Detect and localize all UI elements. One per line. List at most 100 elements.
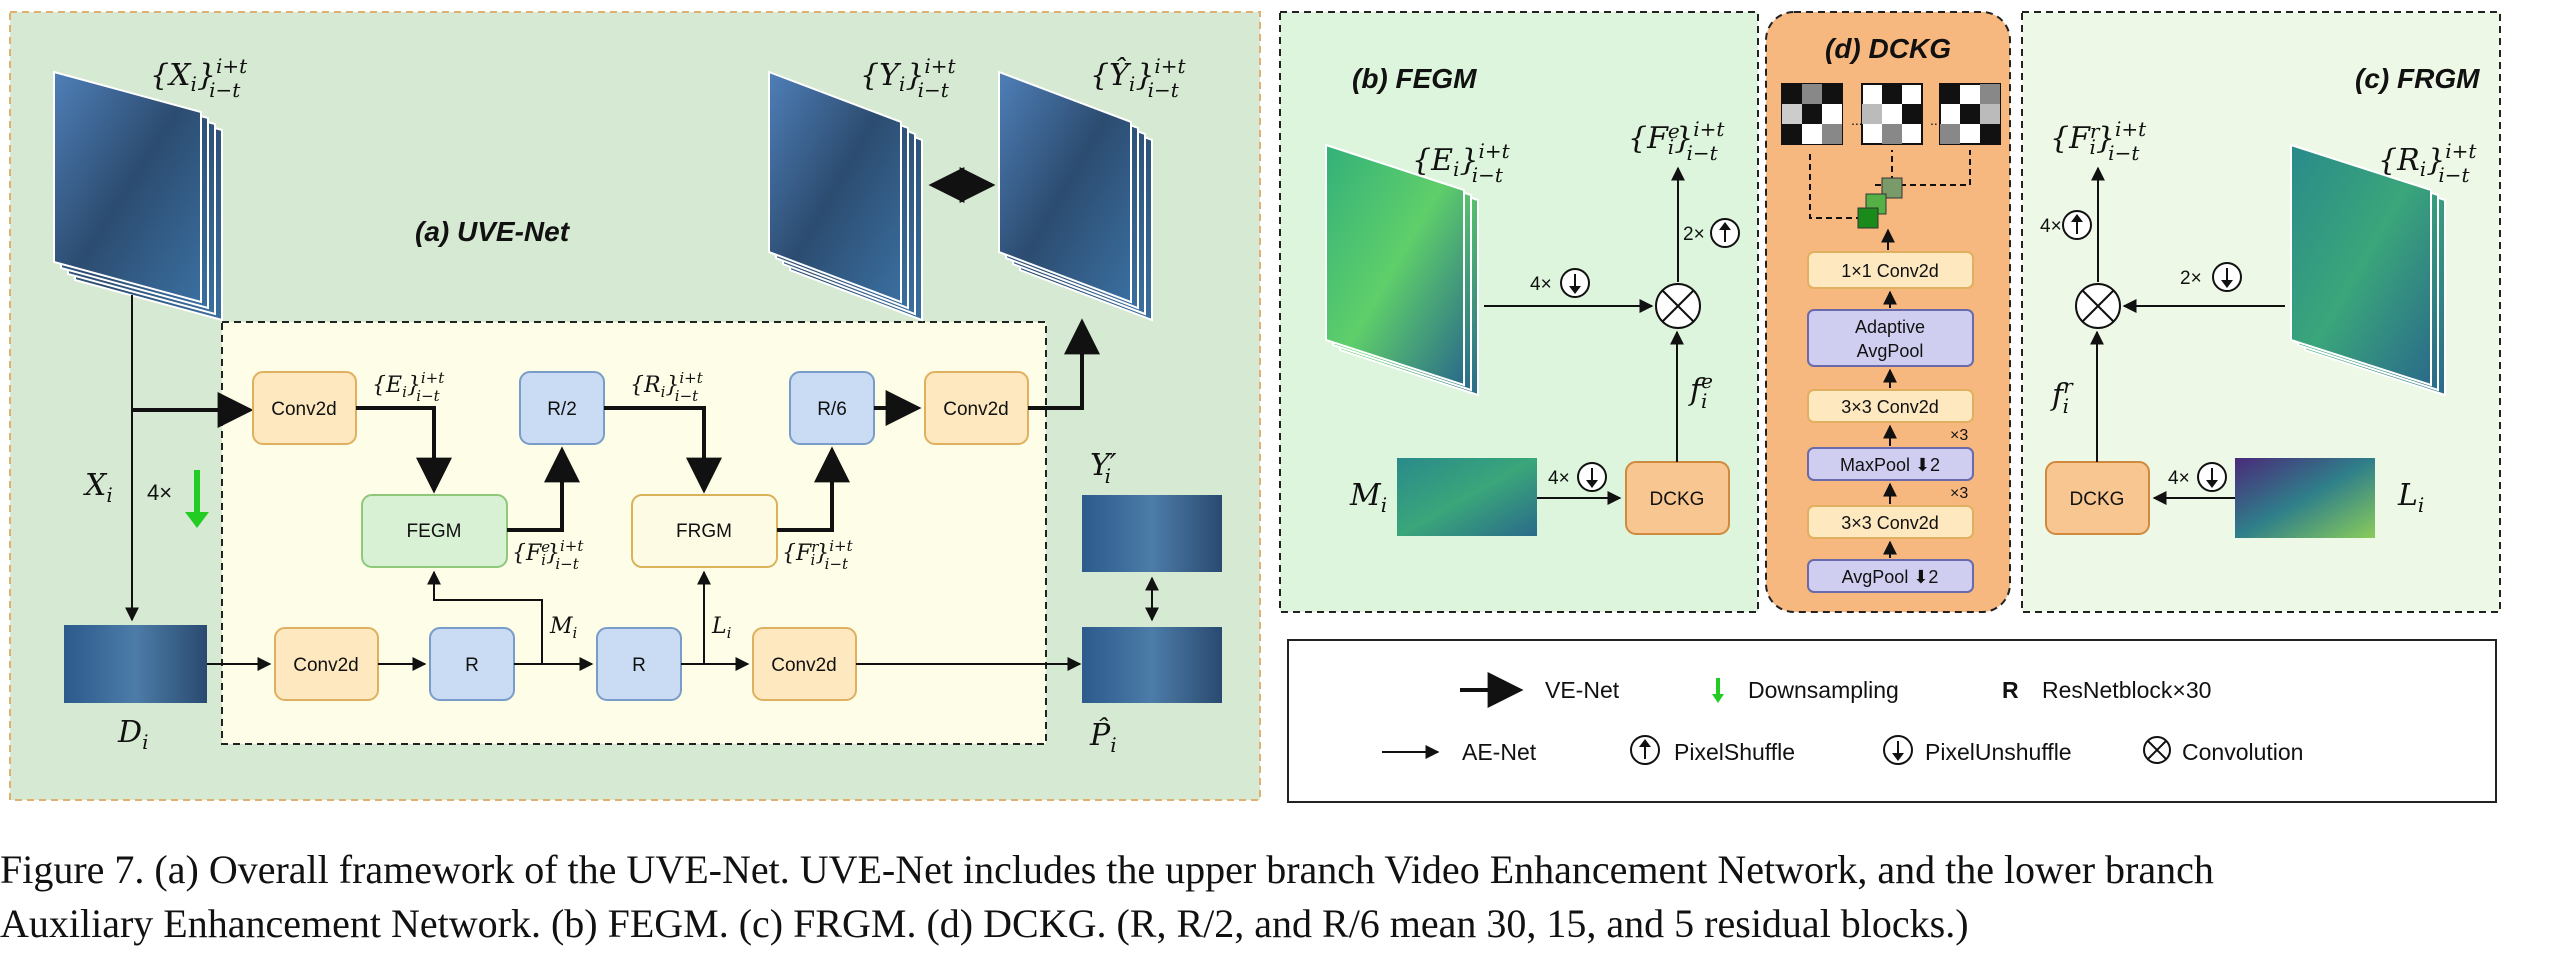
frgm-l-down-label: 4× xyxy=(2168,468,2190,489)
ve-rhalf-to-frgm xyxy=(604,406,722,494)
fegm-down-label: 4× xyxy=(1530,274,1552,295)
panel-frgm-title: (c) FRGM xyxy=(2355,63,2480,94)
downsample-label: 4× xyxy=(147,480,172,505)
frgm-down-label: 2× xyxy=(2180,268,2202,289)
frgm-label: FRGM xyxy=(676,521,732,542)
y-prime-label: Y′i xyxy=(1090,448,1117,488)
dckg-conv1x1-box xyxy=(1807,251,1974,289)
conv2d-bottom-left-label: Conv2d xyxy=(293,655,359,676)
r-sixth-label: R/6 xyxy=(817,399,847,420)
dckg-adaptive-line1: Adaptive xyxy=(1855,317,1925,337)
dckg-dashed-connector xyxy=(1809,150,1971,219)
ve-frgm-to-rsixth xyxy=(777,446,850,532)
fegm-pixelshuffle-icon xyxy=(1710,218,1740,248)
conv2d-top-left-label: Conv2d xyxy=(271,399,337,420)
legend-ae-net-label: AE-Net xyxy=(1462,739,1537,765)
fegm-up-label: 2× xyxy=(1683,224,1705,245)
frgm-l-image xyxy=(2235,458,2375,538)
fegm-dckg-label: DCKG xyxy=(1650,489,1705,510)
legend-downsampling-icon xyxy=(1712,678,1724,703)
frgm-dckg-label: DCKG xyxy=(2070,489,2125,510)
frgm-up-label: 4× xyxy=(2040,216,2062,237)
fegm-label: FEGM xyxy=(407,521,462,542)
dckg-kernel-3 xyxy=(1939,83,2001,145)
legend-pixelshuffle-icon xyxy=(1630,735,1660,765)
caption-line-2: Auxiliary Enhancement Network. (b) FEGM.… xyxy=(0,901,1969,946)
panel-dckg-title: (d) DCKG xyxy=(1825,33,1951,64)
ae-m-to-fegm xyxy=(427,570,543,664)
dckg-conv3x3-a-box xyxy=(1807,389,1974,423)
figure-caption: Figure 7. (a) Overall framework of the U… xyxy=(0,843,2567,951)
dckg-maxpool-label: MaxPool ⬇2 xyxy=(1840,455,1940,475)
conv2d-bottom-right-label: Conv2d xyxy=(771,655,837,676)
dckg-conv3x3-b-label: 3×3 Conv2d xyxy=(1841,513,1939,533)
frgm-pixelunshuffle-icon xyxy=(2212,262,2242,292)
frgm-pixelshuffle-icon xyxy=(2062,210,2092,240)
y-prime-image xyxy=(1082,495,1222,572)
legend-resnet-label: ResNetblock×30 xyxy=(2042,677,2211,703)
conv2d-top-right-label: Conv2d xyxy=(943,399,1009,420)
target-frames-y-stack xyxy=(768,70,923,322)
r-box-2-label: R xyxy=(632,655,646,676)
downsample-green-arrow xyxy=(185,470,209,528)
p-hat-image xyxy=(1082,627,1222,703)
legend-pixelshuffle-label: PixelShuffle xyxy=(1674,739,1795,765)
d-i-label: Di xyxy=(117,715,148,754)
panel-uvenet-title: (a) UVE-Net xyxy=(415,216,571,247)
legend-downsampling-label: Downsampling xyxy=(1748,677,1899,703)
legend-ve-net-label: VE-Net xyxy=(1545,677,1620,703)
frgm-l-label: Li xyxy=(2397,478,2424,517)
dckg-maxpool-box xyxy=(1807,447,1974,481)
dckg-feature-cubes xyxy=(1857,177,1903,229)
dckg-conv3x3-b-box xyxy=(1807,505,1974,539)
input-frames-x-stack xyxy=(53,70,223,322)
fegm-pixelunshuffle-icon xyxy=(1560,268,1590,298)
dckg-avgpool-label: AvgPool ⬇2 xyxy=(1842,567,1939,587)
fegm-m-pixelunshuffle-icon xyxy=(1577,462,1607,492)
legend-convolution-icon xyxy=(2143,736,2171,764)
frgm-l-pixelunshuffle-icon xyxy=(2197,462,2227,492)
ve-conv-to-yhat xyxy=(1028,318,1100,410)
d-i-image xyxy=(64,625,207,703)
frgm-convolution-icon xyxy=(2075,283,2121,329)
legend-box xyxy=(1287,639,2497,803)
frgm-r-stack xyxy=(2290,143,2446,397)
caption-line-1: Figure 7. (a) Overall framework of the U… xyxy=(0,847,2214,892)
l-i-label: Li xyxy=(711,614,732,642)
ve-fegm-to-rhalf xyxy=(507,446,580,532)
dckg-conv3x3-a-label: 3×3 Conv2d xyxy=(1841,397,1939,417)
fegm-e-stack xyxy=(1325,143,1479,397)
x-i-label: Xi xyxy=(83,468,113,507)
dckg-repeat-b: ×3 xyxy=(1950,485,1968,502)
dckg-adaptive-box xyxy=(1807,309,1974,367)
dckg-conv1x1-label: 1×1 Conv2d xyxy=(1841,261,1939,281)
m-i-label: Mi xyxy=(549,614,578,642)
dckg-kernel-1 xyxy=(1781,83,1843,145)
dckg-repeat-a: ×3 xyxy=(1950,427,1968,444)
p-hat-label: P̂i xyxy=(1089,718,1117,757)
r-box-1-label: R xyxy=(465,655,479,676)
legend-pixelunshuffle-label: PixelUnshuffle xyxy=(1925,739,2072,765)
ve-conv-to-fegm xyxy=(356,406,452,494)
fegm-m-label: Mi xyxy=(1349,478,1387,517)
legend-pixelunshuffle-icon xyxy=(1883,735,1913,765)
fegm-m-image xyxy=(1397,458,1537,536)
panel-fegm-title: (b) FEGM xyxy=(1352,63,1477,94)
fegm-convolution-icon xyxy=(1655,283,1701,329)
fegm-m-down-label: 4× xyxy=(1548,468,1570,489)
output-frames-yhat-stack xyxy=(998,70,1153,322)
